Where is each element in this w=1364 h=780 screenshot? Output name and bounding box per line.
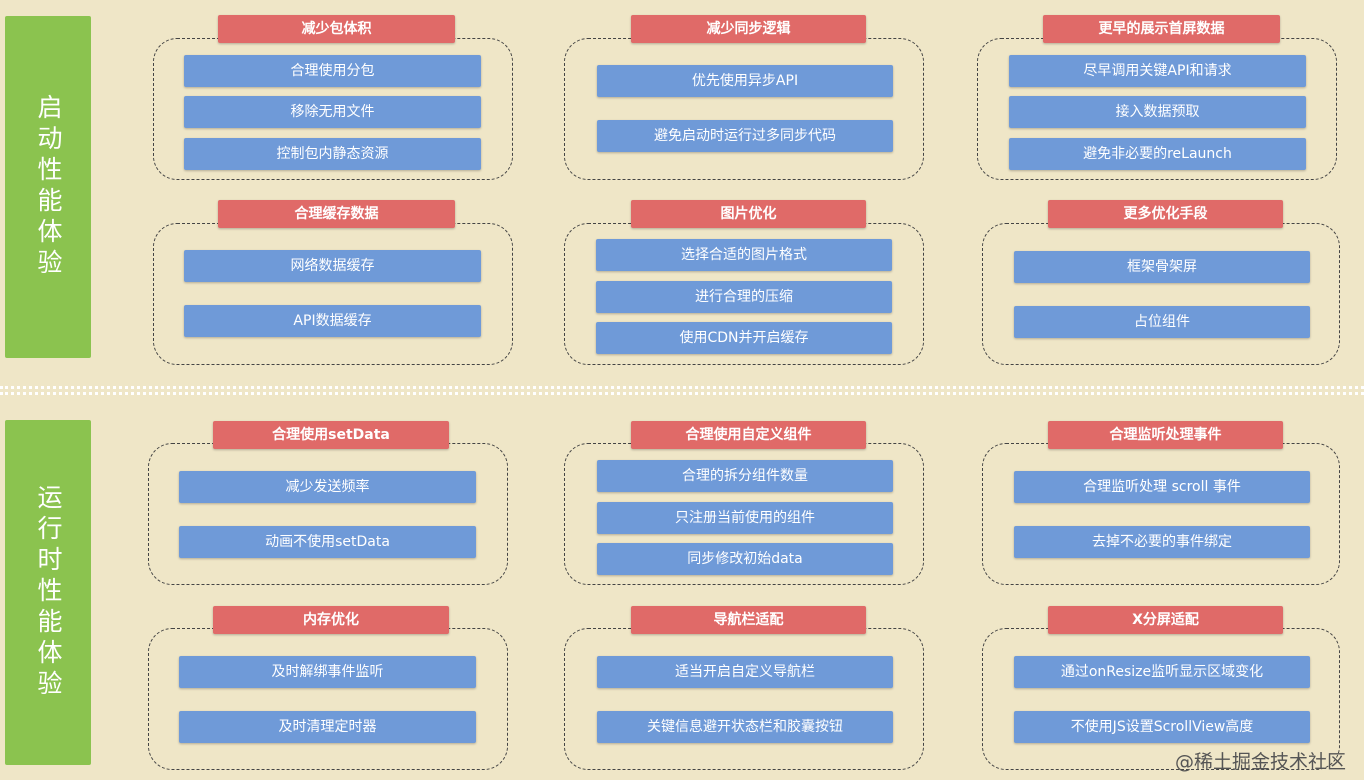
group-item: API数据缓存 <box>184 305 481 337</box>
group-title: 减少包体积 <box>218 15 455 43</box>
group-event-handling <box>982 443 1340 585</box>
section-label-runtime: 运行时性能体验 <box>5 420 91 765</box>
group-title: X分屏适配 <box>1048 606 1283 634</box>
section-divider <box>0 386 1364 389</box>
group-item: 适当开启自定义导航栏 <box>597 656 893 688</box>
group-item: 选择合适的图片格式 <box>596 239 892 271</box>
group-item: 尽早调用关键API和请求 <box>1009 55 1306 87</box>
group-item: 合理使用分包 <box>184 55 481 87</box>
group-title: 导航栏适配 <box>631 606 866 634</box>
group-title: 合理使用setData <box>213 421 449 449</box>
group-item: 动画不使用setData <box>179 526 476 558</box>
group-item: 去掉不必要的事件绑定 <box>1014 526 1310 558</box>
group-item: 占位组件 <box>1014 306 1310 338</box>
group-item: 网络数据缓存 <box>184 250 481 282</box>
group-memory-optimization <box>148 628 508 770</box>
group-cache-data <box>153 223 513 365</box>
watermark: @稀土掘金技术社区 <box>1174 751 1346 773</box>
section-label-startup: 启动性能体验 <box>5 16 91 358</box>
group-item: 减少发送频率 <box>179 471 476 503</box>
group-item: 使用CDN并开启缓存 <box>596 322 892 354</box>
group-setdata <box>148 443 508 585</box>
group-navbar-adaptation <box>564 628 924 770</box>
group-item: 控制包内静态资源 <box>184 138 481 170</box>
group-item: 及时清理定时器 <box>179 711 476 743</box>
group-title: 减少同步逻辑 <box>631 15 866 43</box>
group-title: 更多优化手段 <box>1048 200 1283 228</box>
group-item: 只注册当前使用的组件 <box>597 502 893 534</box>
group-item: 接入数据预取 <box>1009 96 1306 128</box>
group-title: 合理使用自定义组件 <box>631 421 866 449</box>
group-title: 合理监听处理事件 <box>1048 421 1283 449</box>
group-title: 更早的展示首屏数据 <box>1043 15 1280 43</box>
group-item: 避免非必要的reLaunch <box>1009 138 1306 170</box>
group-item: 及时解绑事件监听 <box>179 656 476 688</box>
group-item: 通过onResize监听显示区域变化 <box>1014 656 1310 688</box>
group-title: 合理缓存数据 <box>218 200 455 228</box>
group-item: 同步修改初始data <box>597 543 893 575</box>
group-item: 合理的拆分组件数量 <box>597 460 893 492</box>
group-item: 避免启动时运行过多同步代码 <box>597 120 893 152</box>
group-item: 优先使用异步API <box>597 65 893 97</box>
group-item: 关键信息避开状态栏和胶囊按钮 <box>597 711 893 743</box>
group-item: 移除无用文件 <box>184 96 481 128</box>
group-item: 进行合理的压缩 <box>596 281 892 313</box>
section-divider <box>0 392 1364 395</box>
group-item: 不使用JS设置ScrollView高度 <box>1014 711 1310 743</box>
group-item: 合理监听处理 scroll 事件 <box>1014 471 1310 503</box>
group-title: 内存优化 <box>213 606 449 634</box>
group-title: 图片优化 <box>631 200 866 228</box>
group-reduce-sync <box>564 38 924 180</box>
group-more-optimizations <box>982 223 1340 365</box>
group-item: 框架骨架屏 <box>1014 251 1310 283</box>
